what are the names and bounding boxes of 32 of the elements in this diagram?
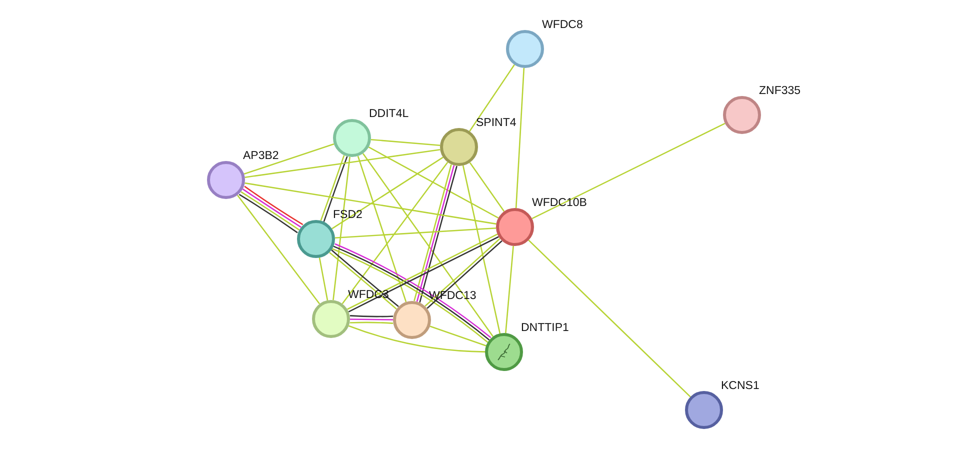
interaction-line bbox=[532, 122, 726, 220]
interaction-line bbox=[528, 240, 691, 398]
protein-label: SPINT4 bbox=[476, 116, 516, 130]
interaction-line bbox=[350, 322, 394, 324]
interaction-line bbox=[244, 182, 496, 225]
interaction-line bbox=[318, 258, 328, 300]
interaction-line bbox=[332, 156, 444, 230]
interaction-line bbox=[469, 162, 505, 212]
protein-label: DDIT4L bbox=[369, 107, 409, 121]
interaction-line bbox=[244, 149, 440, 178]
interaction-line bbox=[357, 156, 407, 302]
protein-label: AP3B2 bbox=[243, 149, 279, 163]
interaction-line bbox=[430, 326, 486, 346]
protein-label: KCNS1 bbox=[721, 379, 760, 393]
protein-label: ZNF335 bbox=[759, 84, 801, 98]
interaction-line bbox=[236, 194, 320, 304]
protein-label: DNTTIP1 bbox=[521, 321, 569, 335]
interaction-line bbox=[342, 162, 448, 304]
interaction-line bbox=[368, 146, 499, 218]
interaction-line bbox=[362, 153, 494, 337]
interaction-line bbox=[462, 165, 501, 334]
interaction-line bbox=[244, 143, 334, 175]
protein-label: WFDC8 bbox=[542, 18, 583, 32]
interaction-line bbox=[515, 68, 525, 208]
interaction-line bbox=[350, 315, 394, 318]
interaction-line bbox=[350, 318, 393, 320]
interaction-line bbox=[505, 246, 514, 334]
interaction-line bbox=[370, 138, 440, 146]
interaction-line bbox=[469, 64, 515, 132]
interaction-line bbox=[348, 325, 486, 352]
interaction-line bbox=[332, 156, 350, 300]
interaction-line bbox=[334, 228, 496, 238]
